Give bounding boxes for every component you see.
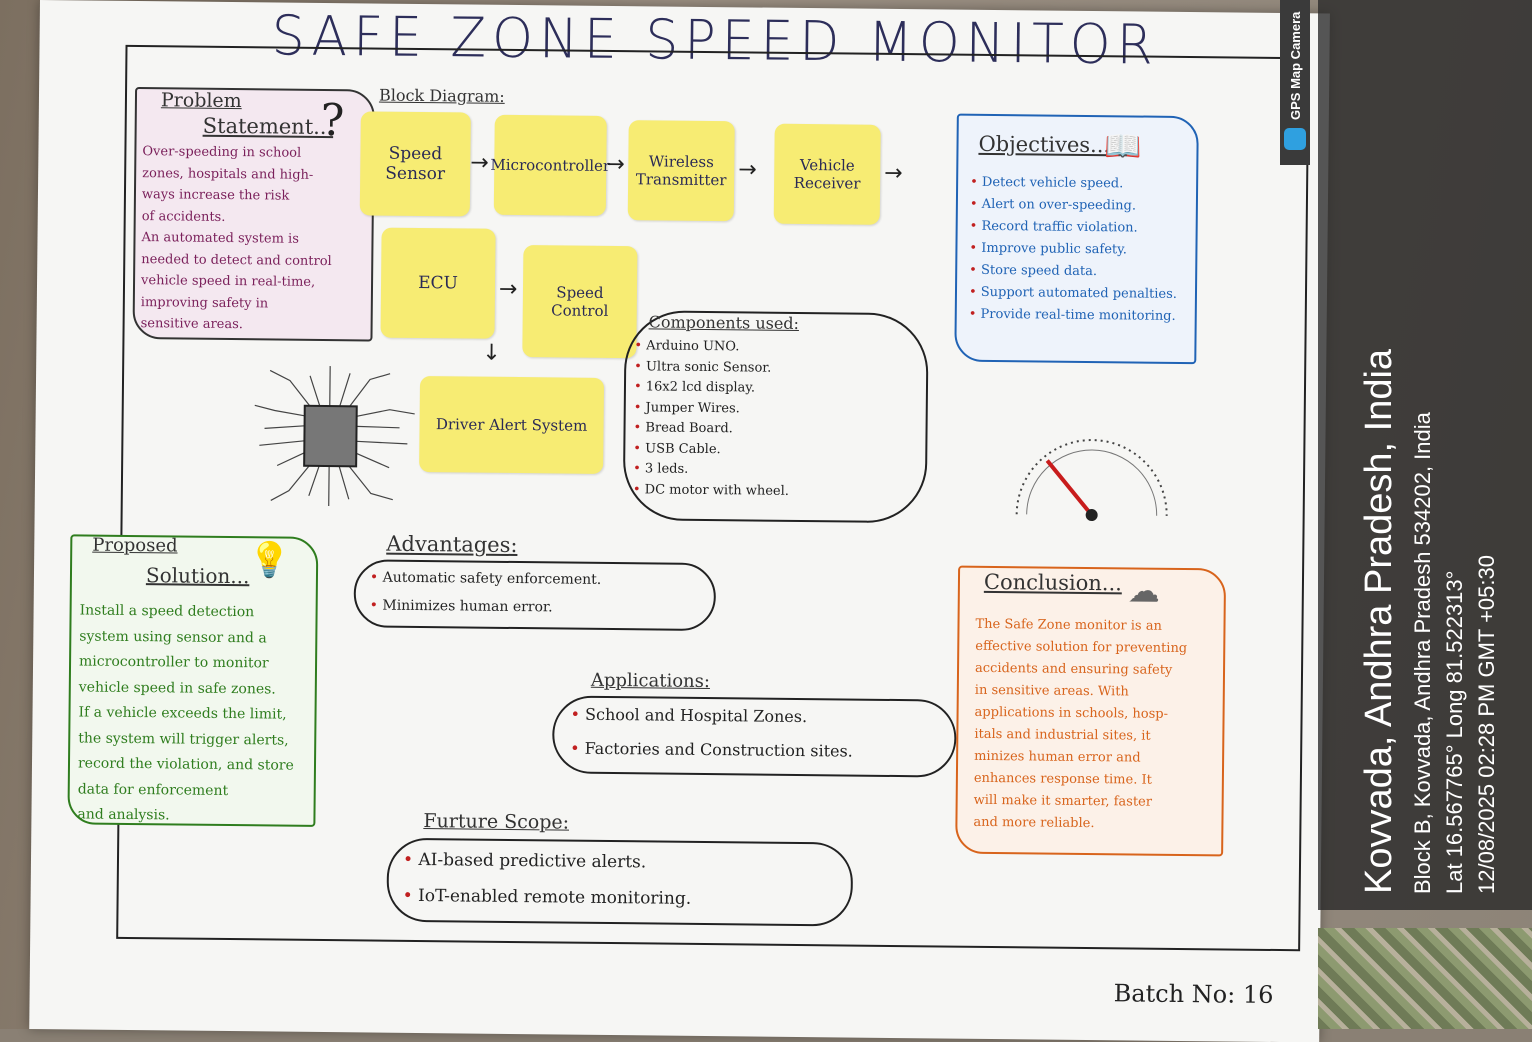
proposed-line: data for enforcement: [77, 780, 229, 799]
objective-item: Detect vehicle speed.: [970, 172, 1178, 196]
thought-cloud-icon: ☁: [1127, 571, 1161, 610]
question-mark-icon: ?: [320, 94, 345, 147]
conclusion-line: minizes human error and: [974, 748, 1141, 766]
proposed-line: system using sensor and a: [79, 627, 267, 646]
objective-item: Provide real-time monitoring.: [969, 304, 1177, 328]
conclusion-line: in sensitive areas. With: [974, 682, 1129, 700]
conclusion-line: accidents and ensuring safety: [974, 660, 1173, 678]
proposed-line: microcontroller to monitor: [78, 653, 269, 672]
objectives-list: Detect vehicle speed.Alert on over-speed…: [969, 172, 1179, 328]
arrow-right-icon: →: [498, 276, 518, 303]
component-item: Bread Board.: [633, 418, 789, 440]
component-item: Arduino UNO.: [634, 336, 790, 358]
location-coords: Lat 16.567765° Long 81.522313°: [1442, 570, 1467, 894]
problem-line: ways increase the risk: [141, 187, 290, 204]
wireless-transmitter-box: Wireless Transmitter: [627, 120, 735, 222]
advantages-list: Automatic safety enforcement.Minimizes h…: [370, 563, 602, 621]
conclusion-line: effective solution for preventing: [975, 638, 1188, 657]
gps-app-badge: GPS Map Camera: [1280, 0, 1310, 165]
proposed-line: vehicle speed in safe zones.: [78, 678, 276, 698]
speed-control-box: Speed Control: [522, 245, 638, 359]
problem-text: Over-speeding in school zones, hospitals …: [141, 141, 373, 337]
location-place: Kovvada, Andhra Pradesh, India: [1358, 348, 1400, 894]
component-item: Ultra sonic Sensor.: [634, 357, 790, 379]
camera-icon: [1284, 128, 1306, 150]
component-item: 3 leds.: [633, 459, 789, 481]
lightbulb-icon: 💡: [247, 540, 291, 581]
component-item: DC motor with wheel.: [633, 480, 789, 502]
map-thumbnail: [1318, 928, 1532, 1029]
problem-line: Over-speeding in school: [142, 144, 302, 161]
problem-heading-2: Statement...: [202, 113, 334, 140]
advantages-heading: Advantages:: [386, 531, 518, 558]
location-overlay: Kovvada, Andhra Pradesh, India Block B, …: [1318, 0, 1532, 910]
conclusion-heading: Conclusion...: [983, 569, 1123, 596]
problem-line: sensitive areas.: [140, 316, 244, 333]
advantage-item: Minimizes human error.: [370, 591, 602, 621]
proposed-line: If a vehicle exceeds the limit,: [78, 704, 287, 723]
conclusion-line: will make it smarter, faster: [973, 792, 1153, 810]
problem-line: improving safety in: [140, 294, 269, 311]
problem-line: vehicle speed in real-time,: [140, 273, 316, 290]
objective-item: Alert on over-speeding.: [970, 194, 1178, 218]
component-item: 16x2 lcd display.: [634, 377, 790, 399]
gps-app-label: GPS Map Camera: [1288, 11, 1303, 120]
conclusion-line: enhances response time. It: [973, 770, 1152, 788]
applications-heading: Applications:: [590, 669, 711, 693]
proposed-line: Install a speed detection: [79, 602, 255, 621]
location-datetime: 12/08/2025 02:28 PM GMT +05:30: [1474, 555, 1499, 894]
proposed-line: record the violation, and store: [77, 755, 294, 774]
component-item: USB Cable.: [633, 439, 789, 461]
problem-line: needed to detect and control: [141, 251, 332, 269]
microcontroller-box: Microcontroller: [490, 114, 610, 216]
proposed-heading-2: Solution...: [145, 563, 250, 589]
components-heading: Components used:: [648, 312, 800, 333]
arrow-down-icon: ↓: [482, 340, 501, 366]
microchip-icon: [254, 366, 415, 507]
component-item: Jumper Wires.: [634, 398, 790, 420]
arrow-right-icon: →: [470, 150, 489, 176]
location-address: Block B, Kovvada, Andhra Pradesh 534202,…: [1410, 412, 1435, 894]
proposed-text: Install a speed detection system using se…: [77, 598, 319, 830]
batch-number: Batch No: 16: [1113, 979, 1274, 1009]
speed-sensor-box: Speed Sensor: [359, 111, 471, 217]
future-list: AI-based predictive alerts.IoT-enabled r…: [402, 842, 691, 917]
objectives-heading: Objectives...: [978, 131, 1111, 158]
problem-line: An automated system is: [141, 230, 300, 247]
problem-line: of accidents.: [141, 208, 226, 225]
future-heading: Furture Scope:: [423, 810, 570, 834]
objective-item: Record traffic violation.: [970, 216, 1178, 240]
problem-heading-1: Problem: [160, 89, 242, 113]
objective-item: Support automated penalties.: [969, 282, 1177, 306]
conclusion-text: The Safe Zone monitor is an effective sol…: [973, 614, 1225, 837]
book-icon: 📖: [1104, 129, 1143, 165]
problem-line: zones, hospitals and high-: [142, 165, 314, 183]
block-diagram-heading: Block Diagram:: [378, 85, 505, 106]
proposed-heading-1: Proposed: [92, 534, 178, 557]
arrow-right-icon: →: [738, 157, 757, 183]
application-item: Factories and Construction sites.: [570, 732, 853, 769]
poster-sheet: SAFE ZONE SPEED MONITOR Problem Statemen…: [29, 0, 1330, 1042]
driver-alert-box: Driver Alert System: [419, 376, 605, 474]
applications-list: School and Hospital Zones.Factories and …: [570, 698, 853, 769]
advantage-item: Automatic safety enforcement.: [370, 563, 602, 593]
vehicle-receiver-box: Vehicle Receiver: [773, 123, 881, 225]
objective-item: Store speed data.: [969, 260, 1177, 284]
conclusion-line: and more reliable.: [973, 814, 1095, 832]
conclusion-line: itals and industrial sites, it: [974, 726, 1151, 744]
proposed-line: and analysis.: [77, 806, 170, 824]
components-list: Arduino UNO.Ultra sonic Sensor.16x2 lcd …: [633, 336, 791, 502]
speedometer-icon: [1015, 439, 1168, 522]
conclusion-line: The Safe Zone monitor is an: [975, 616, 1162, 634]
arrow-right-icon: →: [606, 151, 625, 178]
proposed-line: the system will trigger alerts,: [78, 729, 289, 749]
application-item: School and Hospital Zones.: [570, 698, 853, 735]
conclusion-line: applications in schools, hosp-: [974, 704, 1169, 722]
objective-item: Improve public safety.: [969, 238, 1177, 262]
ecu-box: ECU: [380, 227, 496, 339]
arrow-right-icon: →: [884, 160, 903, 187]
future-item: AI-based predictive alerts.: [403, 842, 692, 881]
future-item: IoT-enabled remote monitoring.: [402, 878, 691, 917]
